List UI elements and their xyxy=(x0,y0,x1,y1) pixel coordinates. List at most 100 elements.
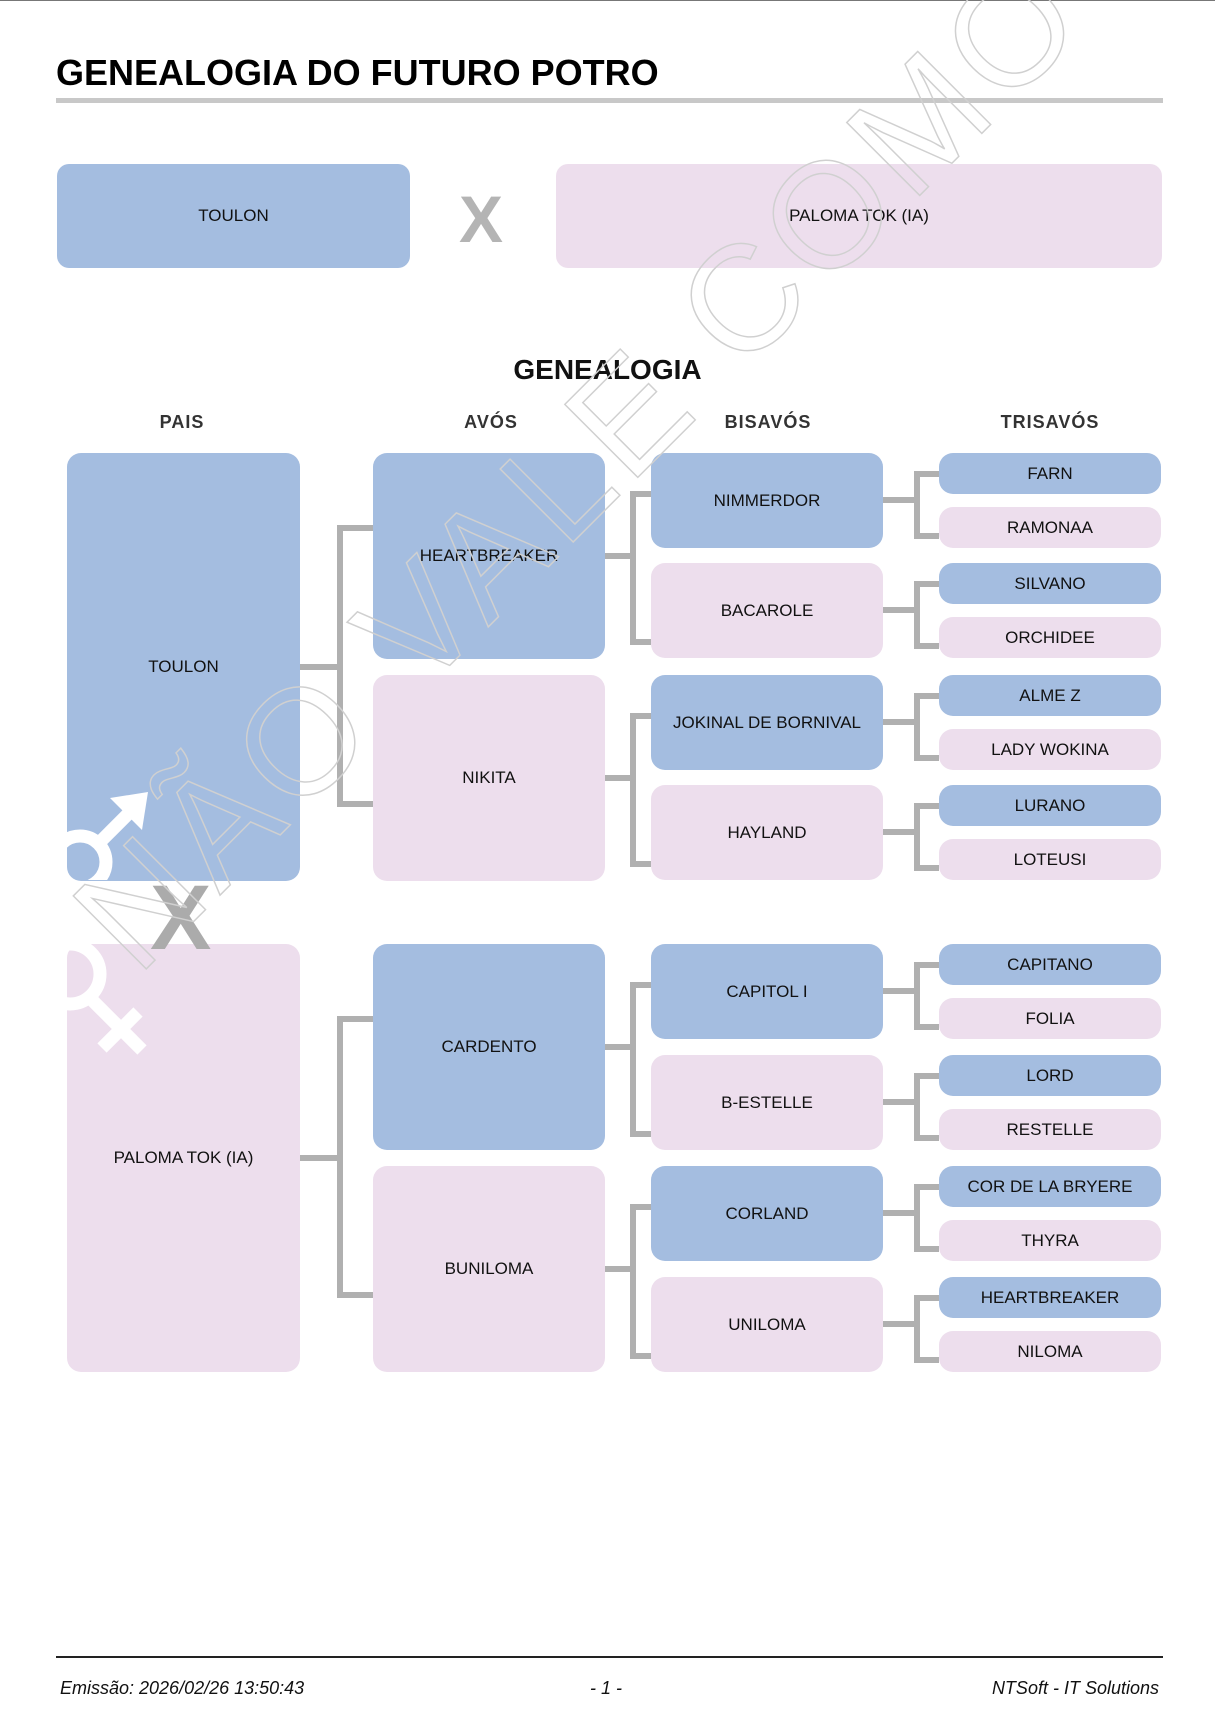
connector-line xyxy=(914,1135,939,1141)
connector-line xyxy=(337,525,373,531)
parent-dam-label: PALOMA TOK (IA) xyxy=(113,1148,254,1167)
parent-sire: TOULON xyxy=(67,453,300,881)
connector-line xyxy=(914,755,939,761)
grandparent: CARDENTO xyxy=(373,944,605,1150)
connector-line xyxy=(914,581,920,649)
connector-line xyxy=(630,1353,651,1359)
grandparent: NIKITA xyxy=(373,675,605,881)
parent-sire-label: TOULON xyxy=(148,657,219,676)
connector-line xyxy=(914,581,939,587)
great-great-grandparent-label: ALME Z xyxy=(1019,685,1081,705)
sire-name: TOULON xyxy=(198,206,269,225)
great-great-grandparent: LURANO xyxy=(939,785,1161,826)
great-grandparent-label: CORLAND xyxy=(725,1203,809,1223)
connector-line xyxy=(300,664,340,670)
connector-line xyxy=(883,607,917,613)
great-great-grandparent: SILVANO xyxy=(939,563,1161,604)
dam-name: PALOMA TOK (IA) xyxy=(789,206,929,225)
grandparent-label: HEARTBREAKER xyxy=(419,546,559,565)
great-great-grandparent-label: LOTEUSI xyxy=(1013,849,1087,869)
great-great-grandparent-label: LURANO xyxy=(1014,795,1086,815)
column-header-pais: PAIS xyxy=(159,412,205,432)
sire-box: TOULON xyxy=(57,164,410,268)
great-grandparent: CAPITOL I xyxy=(651,944,883,1039)
connector-line xyxy=(300,1155,340,1161)
great-great-grandparent-label: LORD xyxy=(1026,1065,1074,1085)
connector-line xyxy=(914,693,920,761)
great-great-grandparent: LORD xyxy=(939,1055,1161,1096)
connector-line xyxy=(337,801,373,807)
connector-line xyxy=(630,982,651,988)
column-header-bisavos: BISAVÓS xyxy=(724,412,812,432)
great-great-grandparent-label: FARN xyxy=(1027,463,1073,483)
connector-line xyxy=(914,865,939,871)
page-title: GENEALOGIA DO FUTURO POTRO xyxy=(56,52,659,93)
emission-date: Emissão: 2026/02/26 13:50:43 xyxy=(60,1678,305,1698)
great-great-grandparent: ORCHIDEE xyxy=(939,617,1161,658)
grandparent: HEARTBREAKER xyxy=(373,453,605,659)
title-divider xyxy=(56,98,1163,103)
connector-line xyxy=(630,982,636,1137)
footer-divider xyxy=(56,1656,1163,1658)
great-grandparent: B-ESTELLE xyxy=(651,1055,883,1150)
connector-line xyxy=(337,1292,373,1298)
great-grandparent-label: HAYLAND xyxy=(727,822,807,842)
great-great-grandparent: COR DE LA BRYERE xyxy=(939,1166,1161,1207)
connector-line xyxy=(883,719,917,725)
grandparent-label: CARDENTO xyxy=(441,1037,537,1056)
great-great-grandparent-label: NILOMA xyxy=(1017,1341,1083,1361)
great-great-grandparent: THYRA xyxy=(939,1220,1161,1261)
connector-line xyxy=(883,1210,917,1216)
mid-cross-symbol: X xyxy=(150,867,212,969)
connector-line xyxy=(630,491,651,497)
connector-line xyxy=(914,1184,939,1190)
connector-line xyxy=(914,643,939,649)
great-grandparent: BACAROLE xyxy=(651,563,883,658)
section-title: GENEALOGIA xyxy=(513,354,702,385)
column-header-trisavos: TRISAVÓS xyxy=(1000,412,1100,432)
great-great-grandparent-label: THYRA xyxy=(1021,1230,1079,1250)
connector-line xyxy=(914,471,920,539)
great-great-grandparent: RESTELLE xyxy=(939,1109,1161,1150)
great-great-grandparent-label: FOLIA xyxy=(1025,1008,1075,1028)
connector-line xyxy=(337,1016,373,1022)
connector-line xyxy=(883,988,917,994)
great-grandparent-label: B-ESTELLE xyxy=(721,1092,813,1112)
great-great-grandparent-label: HEARTBREAKER xyxy=(980,1287,1120,1307)
great-grandparent-label: CAPITOL I xyxy=(726,981,808,1001)
great-great-grandparent: FOLIA xyxy=(939,998,1161,1039)
great-grandparent: JOKINAL DE BORNIVAL xyxy=(651,675,883,770)
connector-line xyxy=(914,1295,939,1301)
connector-line xyxy=(605,775,633,781)
great-great-grandparent: HEARTBREAKER xyxy=(939,1277,1161,1318)
great-grandparent-label: UNILOMA xyxy=(728,1314,806,1334)
page-number: - 1 - xyxy=(590,1678,623,1698)
connector-line xyxy=(630,1131,651,1137)
connector-line xyxy=(914,693,939,699)
connector-line xyxy=(605,1266,633,1272)
connector-line xyxy=(914,1246,939,1252)
connector-line xyxy=(630,713,651,719)
great-grandparent: CORLAND xyxy=(651,1166,883,1261)
great-grandparent: HAYLAND xyxy=(651,785,883,880)
connector-line xyxy=(914,803,920,871)
connector-line xyxy=(914,962,920,1030)
connector-line xyxy=(914,962,939,968)
connector-line xyxy=(605,553,633,559)
great-great-grandparent-label: LADY WOKINA xyxy=(991,739,1109,759)
connector-line xyxy=(914,1184,920,1252)
connector-line xyxy=(914,1295,920,1363)
female-symbol-icon xyxy=(62,938,147,1055)
great-great-grandparent: LADY WOKINA xyxy=(939,729,1161,770)
connector-line xyxy=(883,1099,917,1105)
connector-line xyxy=(630,1204,636,1359)
connector-line xyxy=(630,639,651,645)
top-border xyxy=(0,0,1215,1)
great-great-grandparent: ALME Z xyxy=(939,675,1161,716)
connector-line xyxy=(914,803,939,809)
great-great-grandparent-label: SILVANO xyxy=(1014,573,1086,593)
grandparent-label: NIKITA xyxy=(462,768,516,787)
connector-line xyxy=(914,471,939,477)
cross-symbol: X xyxy=(459,182,504,256)
connector-line xyxy=(914,1073,939,1079)
